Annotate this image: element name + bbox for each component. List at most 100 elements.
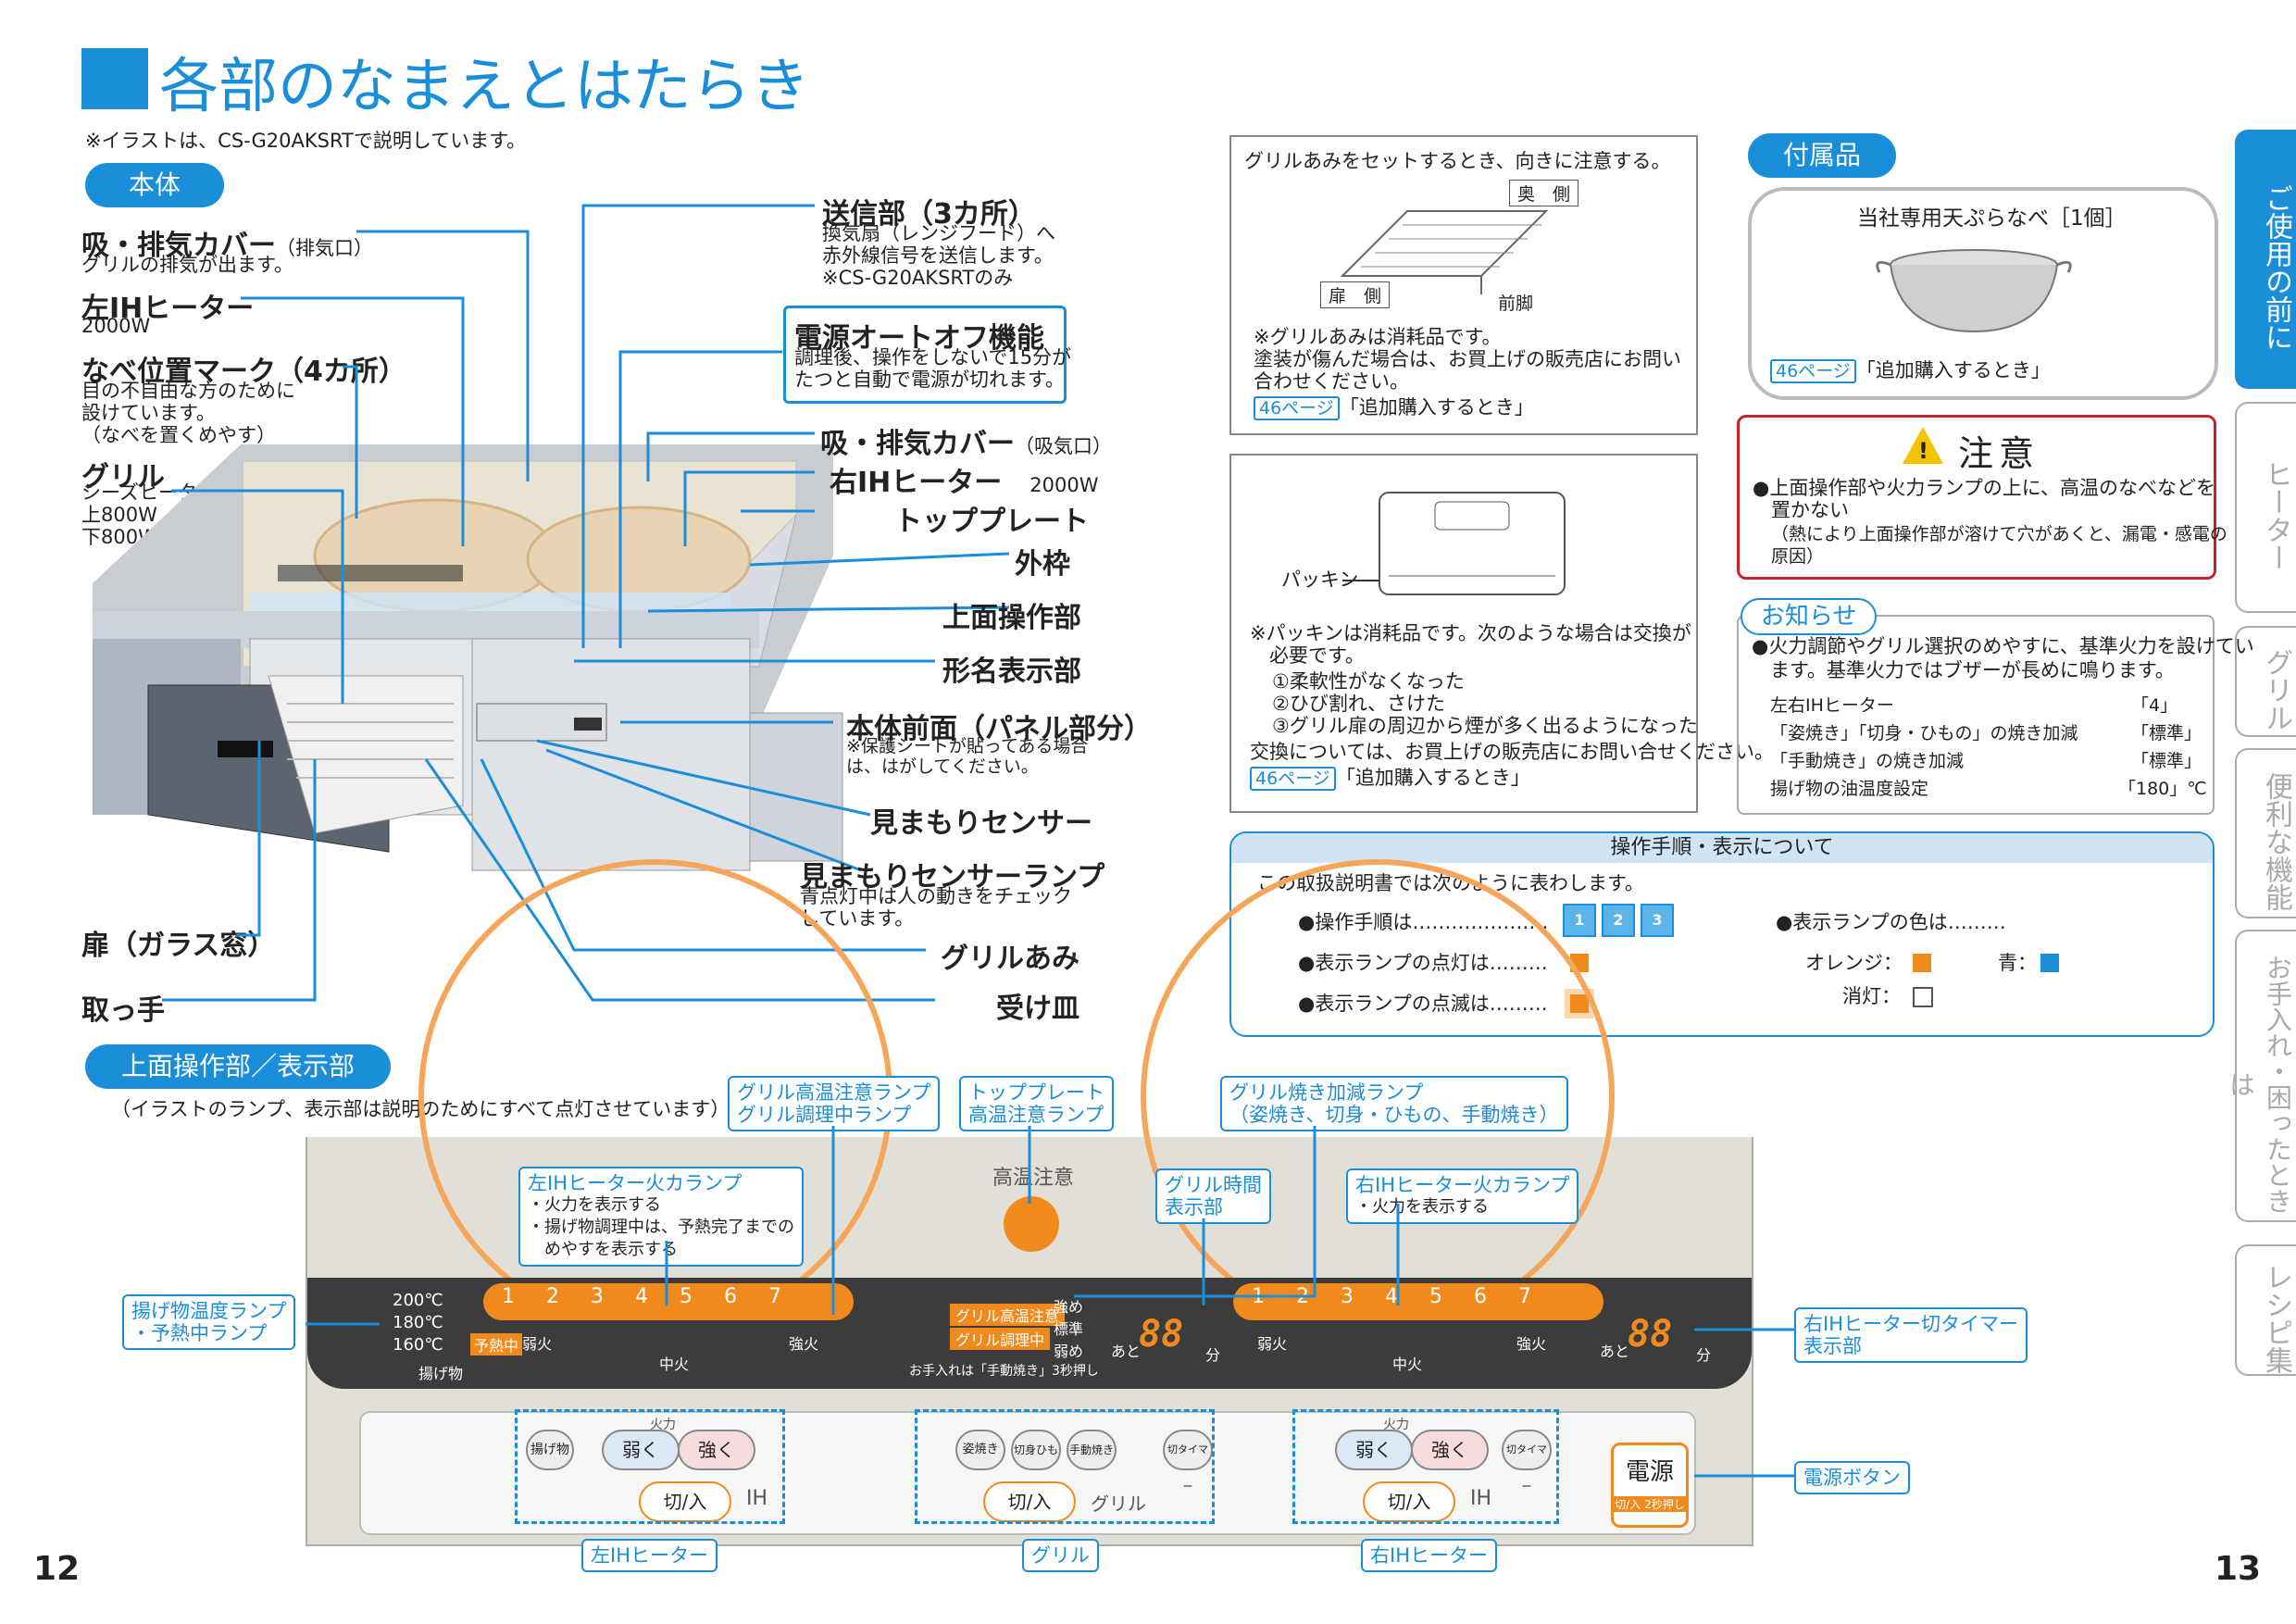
auto-off-desc-2: たつと自動で電源が切れます。	[794, 369, 1065, 391]
sensor-lamp-label: 見まもりセンサーランプ	[800, 861, 1105, 893]
right-weak-button[interactable]: 弱く	[1335, 1430, 1413, 1470]
pot-mark-desc-2: 設けています。	[81, 402, 216, 424]
callout-grill-adjust: グリル焼き加減ランプ（姿焼き、切身・ひもの、手動焼き）	[1220, 1076, 1568, 1131]
right-strong-label: 強火	[1516, 1335, 1547, 1353]
grill-ato: あと	[1111, 1343, 1142, 1360]
accessory-item: 当社専用天ぷらなべ［1個］	[1857, 206, 2127, 231]
grill-onoff-button[interactable]: 切/入	[983, 1481, 1076, 1522]
packing-item-2: ②ひび割れ、さけた	[1272, 693, 1446, 715]
tab-recipes[interactable]: レシピ集	[2235, 1244, 2296, 1376]
front-panel-desc-2: は、はがしてください。	[846, 756, 1039, 777]
auto-off-box	[783, 306, 1067, 404]
fry-button[interactable]: 揚げ物	[526, 1430, 574, 1470]
grill-word: グリル	[1091, 1493, 1146, 1515]
handle-label: 取っ手	[81, 994, 165, 1027]
tab-useful[interactable]: 便利な機能	[2235, 748, 2296, 918]
color-label: ●表示ランプの色は………	[1776, 911, 2006, 933]
caution-box: ! 注意 ●上面操作部や火力ランプの上に、高温のなべなどを 置かない （熱により…	[1737, 415, 2227, 580]
accessory-ref[interactable]: 46ページ「追加購入するとき」	[1770, 359, 2051, 383]
right-scale-numbers: 1234567	[1252, 1285, 1563, 1308]
sender-desc-2: 赤外線信号を送信します。	[822, 244, 1054, 267]
notice-row-3-key: 「手動焼き」の焼き加減	[1770, 751, 1965, 771]
left-strong-button[interactable]: 強く	[678, 1430, 755, 1470]
packing-note-2: 必要です。	[1250, 644, 1365, 667]
notice-row-4-key: 揚げ物の油温度設定	[1770, 779, 1929, 799]
callout-left-ih-lamp: 左IHヒーター火カランプ ・火力を表示する ・揚げ物調理中は、予熱完了までの め…	[518, 1167, 804, 1267]
page-number-right: 13	[2215, 1550, 2262, 1588]
callout-top-plate-temp: トッププレート高温注意ランプ	[959, 1076, 1114, 1131]
right-ih-group	[1292, 1409, 1559, 1524]
left-weak-button[interactable]: 弱く	[602, 1430, 680, 1470]
title-square	[81, 48, 148, 109]
packing-note-1: ※パッキンは消耗品です。次のような場合は交換が	[1250, 622, 1691, 644]
right-strong-button[interactable]: 強く	[1411, 1430, 1489, 1470]
group-left-label: 左IHヒーター	[581, 1539, 718, 1572]
power-button[interactable]: 電源 切/入 2秒押し	[1611, 1443, 1689, 1528]
grill-level-weak: 弱め	[1054, 1343, 1084, 1360]
tempura-pot-icon	[1876, 249, 2072, 333]
grill-net-drawing	[1340, 210, 1549, 294]
pot-mark-desc-3: （なべを置くめやす）	[81, 424, 276, 446]
top-plate-label: トッププレート	[894, 506, 1089, 538]
kirimi-button[interactable]: 切身ひもの	[1011, 1430, 1061, 1493]
right-heat-scale	[1233, 1283, 1603, 1320]
notice-row-1-val: 「4」	[2131, 695, 2178, 716]
grill-time-digits: 88	[1139, 1313, 1184, 1355]
auto-off-desc-1: 調理後、操作をしないで15分が	[794, 346, 1072, 369]
sugatayaki-button[interactable]: 姿焼き	[955, 1430, 1005, 1470]
page-number-left: 12	[33, 1550, 81, 1588]
power-label: 電源	[1625, 1458, 1674, 1486]
fry-label: 揚げ物	[418, 1365, 464, 1382]
warning-icon	[1903, 427, 1943, 464]
front-panel-desc-1: ※保護シートが貼ってある場合	[846, 736, 1089, 756]
left-karyoku: 火力	[650, 1418, 676, 1432]
orange-label: オレンジ：	[1805, 952, 1903, 974]
callout-right-timer: 右IHヒーター切タイマー表示部	[1794, 1307, 2028, 1363]
sender-label: 送信部（3カ所）	[822, 198, 1036, 231]
grill-cooking-lamp: グリル調理中	[950, 1328, 1051, 1350]
packing-item-1: ①柔軟性がなくなった	[1272, 670, 1465, 693]
frame-label: 外枠	[1015, 548, 1070, 581]
orange-lamp-icon	[1913, 954, 1931, 972]
grill-timer-button[interactable]: 切タイマー	[1163, 1430, 1213, 1493]
grill-level-strong: 強め	[1054, 1298, 1084, 1316]
grill-group	[915, 1409, 1215, 1524]
no-touch-icon	[1004, 1196, 1059, 1252]
intake-cover-label: 吸・排気カバー（吸気口）	[820, 428, 1112, 460]
back-side-label: 奥 側	[1509, 180, 1579, 206]
section-panel-pill: 上面操作部／表示部	[85, 1044, 391, 1089]
off-lamp-icon	[1913, 987, 1933, 1007]
tab-grill[interactable]: グリル	[2235, 626, 2296, 737]
packing-ref[interactable]: 46ページ「追加購入するとき」	[1250, 767, 1530, 791]
tab-before-use[interactable]: ご使用の前に	[2235, 130, 2296, 389]
grill-net-ref[interactable]: 46ページ「追加購入するとき」	[1254, 396, 1534, 420]
grill-net-note-1: ※グリルあみは消耗品です。	[1254, 326, 1502, 348]
callout-fry-temp: 揚げ物温度ランプ・予熱中ランプ	[122, 1294, 296, 1350]
timer-fun: 分	[1696, 1346, 1712, 1364]
packing-item-3: ③グリル扉の周辺から煙が多く出るようになった	[1272, 715, 1698, 737]
sensor-label: 見まもりセンサー	[870, 807, 1092, 840]
tab-heater[interactable]: ヒーター	[2235, 402, 2296, 613]
packing-box: パッキン ※パッキンは消耗品です。次のような場合は交換が 必要です。 ①柔軟性が…	[1229, 454, 1774, 813]
callout-power-button: 電源ボタン	[1794, 1461, 1910, 1494]
sender-desc-3: ※CS-G20AKSRTのみ	[822, 267, 1014, 289]
notice-row-3-val: 「標準」	[2131, 751, 2202, 771]
timer-digits: 88	[1628, 1313, 1673, 1355]
grill-net-note-3: 合わせください。	[1254, 370, 1409, 393]
grill-net-label: グリルあみ	[941, 943, 1079, 975]
notice-heading: お知らせ	[1741, 598, 1878, 635]
auto-off-label: 電源オートオフ機能	[794, 322, 1044, 355]
tab-care[interactable]: お手入れ・困ったときは	[2226, 930, 2296, 1222]
caution-line-1: ●上面操作部や火力ランプの上に、高温のなべなどを	[1753, 477, 2216, 499]
procedure-heading: 操作手順・表示について	[1231, 833, 2213, 863]
callout-grill-high-temp: グリル高温注意ランプグリル調理中ランプ	[728, 1076, 941, 1131]
blue-lamp-icon	[2040, 954, 2059, 972]
pot-mark-desc-1: 目の不自由な方のために	[81, 380, 295, 402]
right-timer-button[interactable]: 切タイマー	[1502, 1430, 1552, 1493]
manual-grill-button[interactable]: 手動焼き	[1067, 1430, 1117, 1470]
illustration-note: ※イラストは、CS-G20AKSRTで説明しています。	[85, 130, 527, 152]
off-label: 消灯：	[1842, 985, 1901, 1007]
grill-net-box: グリルあみをセットするとき、向きに注意する。 奥 側 扉 側 前脚 ※グリルあみ…	[1229, 135, 1698, 435]
pot-mark-label: なべ位置マーク（4カ所）	[81, 356, 406, 388]
